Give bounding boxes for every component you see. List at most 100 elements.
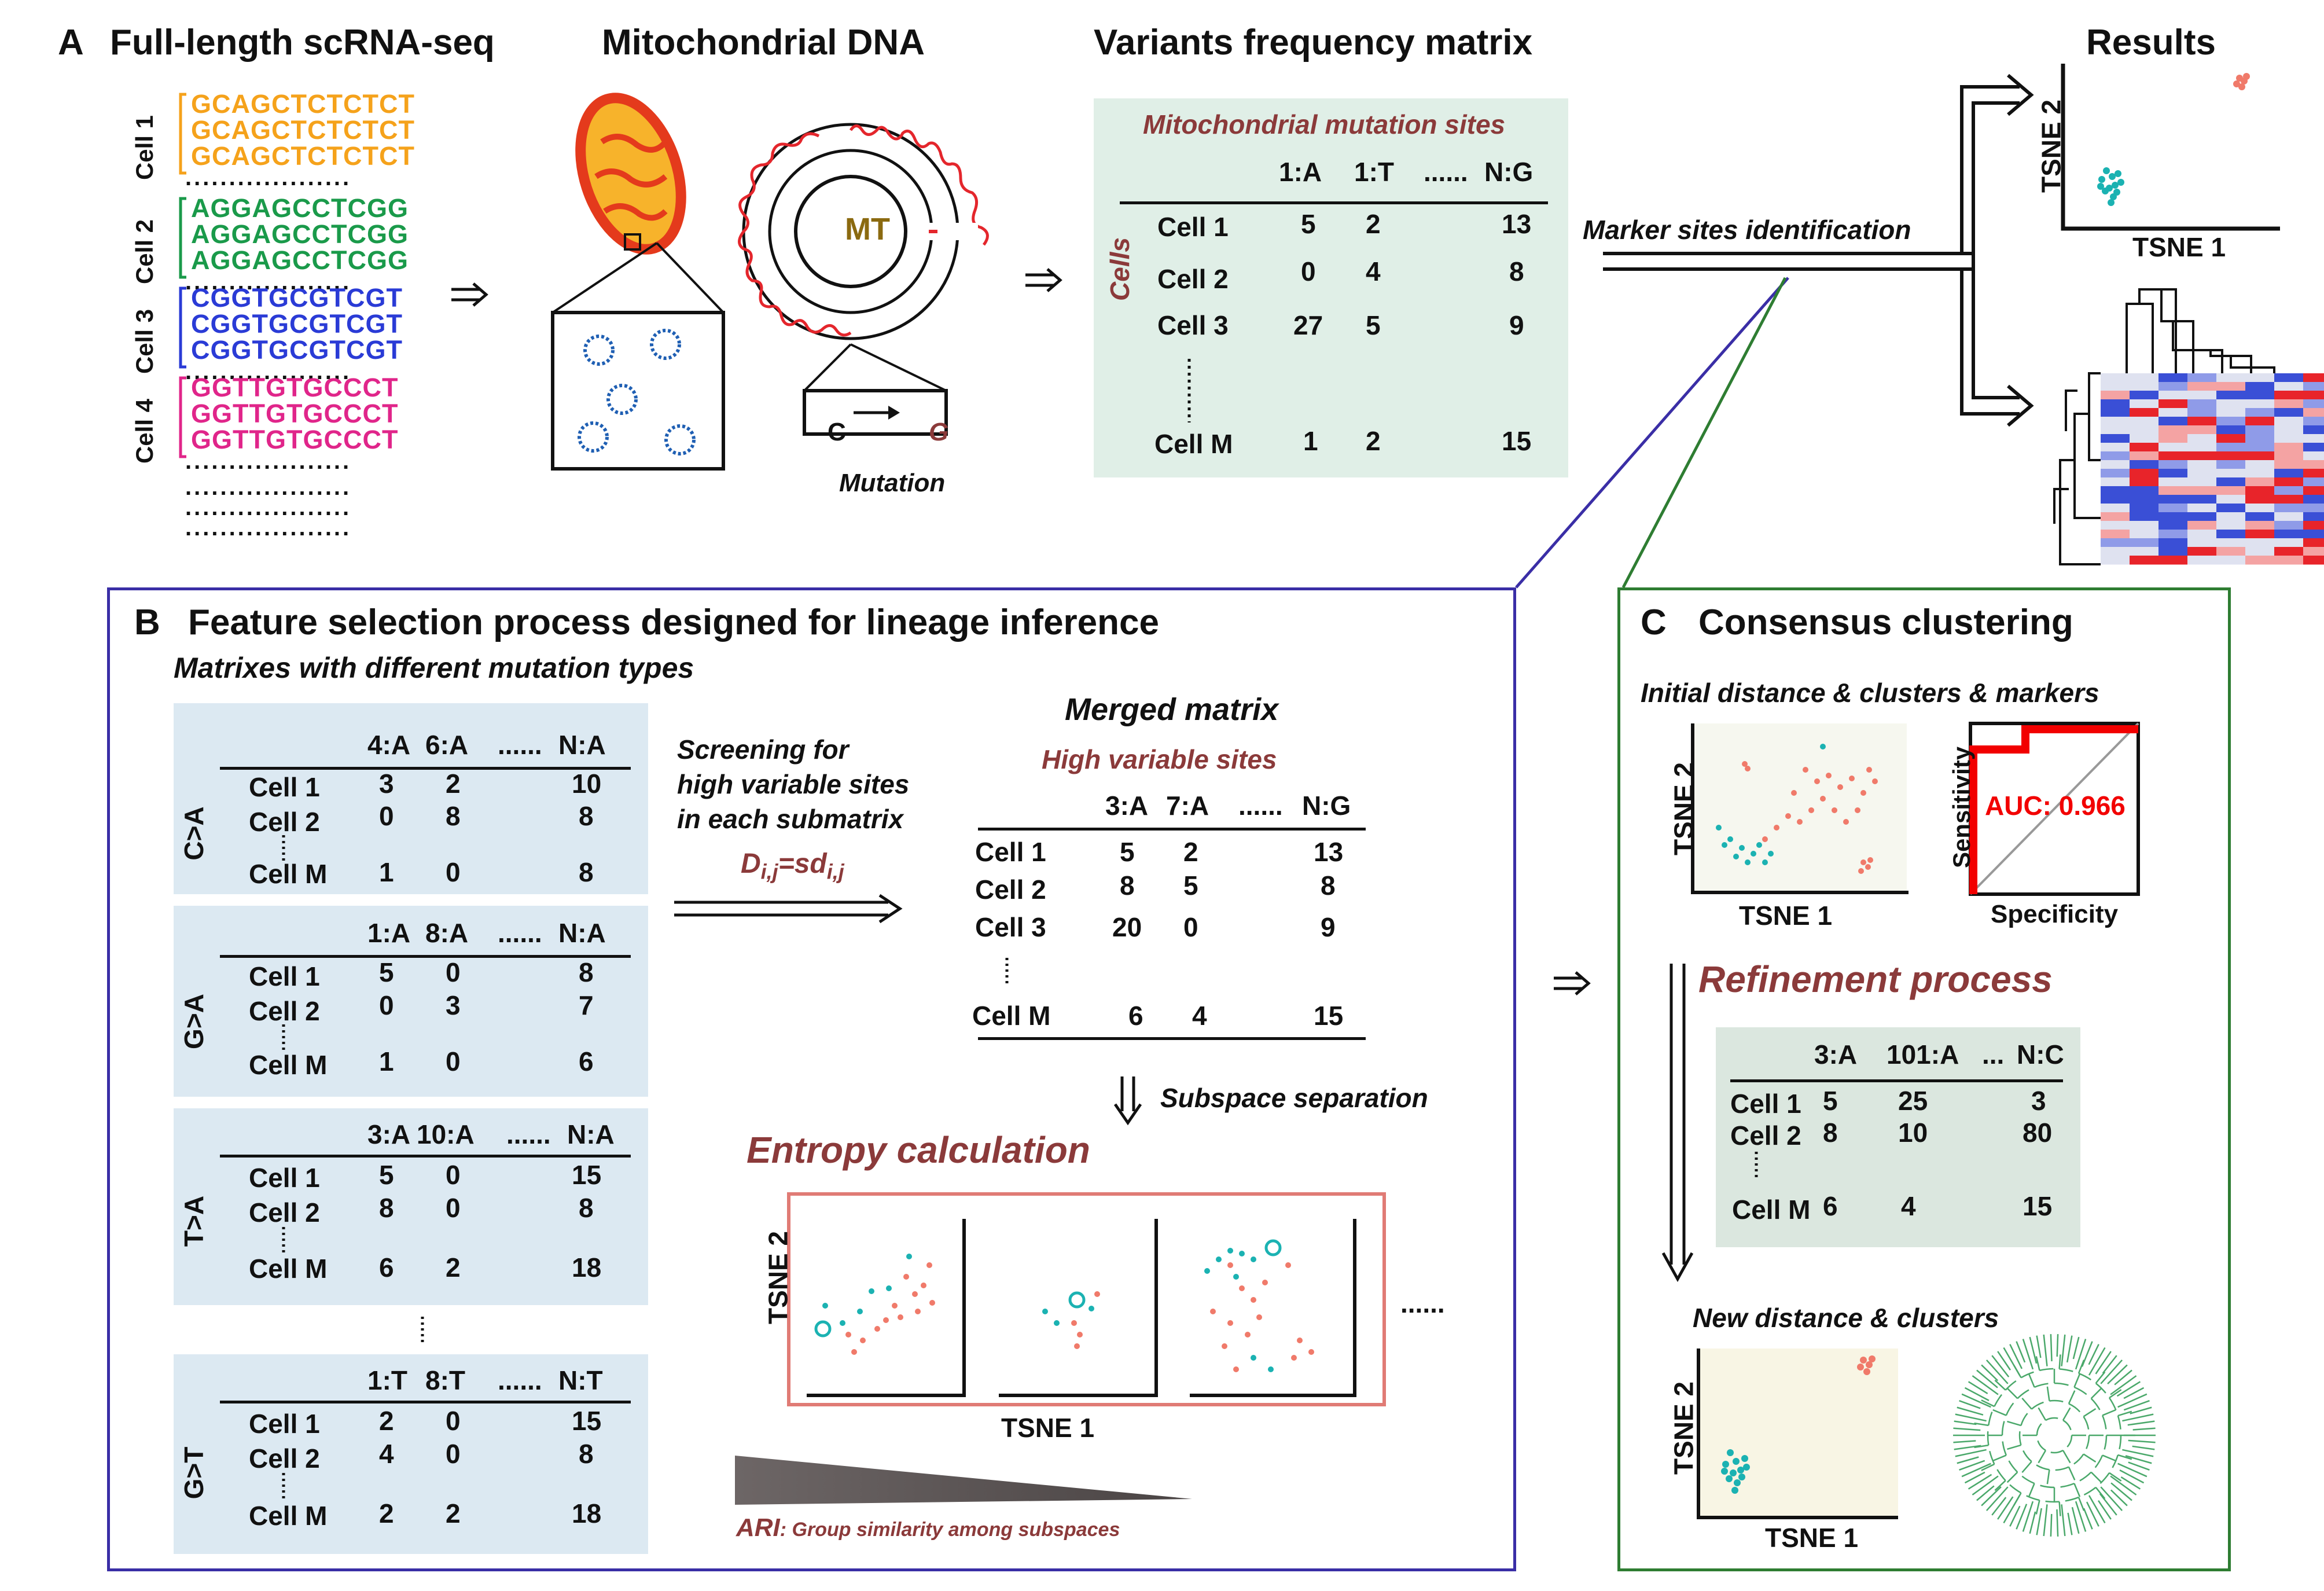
col-header: 4:A	[367, 730, 411, 760]
heatmap-cell	[2158, 530, 2188, 539]
dendrogram-leaf	[2056, 1334, 2059, 1357]
heatmap-cell	[2187, 408, 2217, 417]
dendrogram-leaf	[2110, 1475, 2137, 1496]
heatmap-cell	[2158, 391, 2188, 400]
dendrogram-leaf	[1957, 1456, 1979, 1464]
heatmap-cell	[2187, 399, 2217, 409]
cell-value: 4	[1366, 256, 1381, 286]
heatmap-cell	[2187, 373, 2217, 383]
dendrogram-leaf	[2110, 1482, 2132, 1501]
cell-value: 18	[572, 1252, 602, 1283]
dendrogram-branch	[2045, 1500, 2061, 1516]
dendrogram-leaf	[1961, 1393, 1991, 1408]
cell-value: 0	[446, 1406, 461, 1436]
dendrogram-leaf	[2095, 1351, 2112, 1375]
dendrogram-leaf	[2119, 1469, 2145, 1484]
cell-value: 0	[446, 1160, 461, 1190]
dendrogram-leaf	[1997, 1496, 2014, 1520]
arrow-down-long-icon	[1661, 964, 1694, 1283]
heatmap-cell	[2101, 391, 2130, 400]
heatmap-cell	[2158, 443, 2188, 452]
dendrogram-leaf	[1954, 1420, 1977, 1425]
cell-label: Cell 4	[131, 398, 158, 464]
sequence-read: GGTTGTGCCCT	[191, 373, 399, 402]
initial-label: Initial distance & clusters & markers	[1641, 678, 2099, 708]
heatmap-cell	[2274, 391, 2304, 400]
heatmap-cell	[2187, 486, 2217, 495]
heatmap-cell	[2101, 521, 2130, 530]
dendrogram-leaf	[2130, 1406, 2152, 1414]
initial-tsne-plot	[1691, 723, 1909, 894]
separator-dots: ...................	[185, 495, 352, 520]
dendrogram-leaf	[2110, 1489, 2128, 1507]
heatmap-cell	[2187, 460, 2217, 469]
cell-value: 4	[1901, 1191, 1916, 1221]
merged-title: Merged matrix	[1065, 692, 1279, 727]
heatmap-cell	[2274, 382, 2304, 391]
cell-value: 0	[379, 990, 394, 1020]
screening-line: in each submatrix	[677, 804, 904, 834]
row-cell: Cell M	[1154, 429, 1233, 459]
cell-value: 7	[579, 990, 594, 1020]
cell-value: 2	[1366, 209, 1381, 239]
dendrogram-branch	[2086, 1434, 2104, 1449]
entropy-title: Entropy calculation	[747, 1129, 1090, 1171]
heatmap-cell	[2303, 434, 2324, 443]
header-rule	[220, 1401, 631, 1403]
dendrogram-leaf	[2132, 1445, 2155, 1450]
cell-value: 0	[446, 957, 461, 987]
dendrogram-branch	[2006, 1387, 2029, 1399]
heatmap-cell	[2274, 434, 2304, 443]
dendrogram-branch	[1974, 1412, 1993, 1427]
panel-b-title: Feature selection process designed for l…	[188, 602, 1159, 642]
dendrogram-leaf	[2067, 1512, 2073, 1535]
col-header: N:G	[1484, 157, 1534, 187]
mutation-from: C	[828, 418, 846, 446]
cell-value: 3	[379, 769, 394, 799]
dendrogram-leaf	[1964, 1387, 1990, 1402]
sequence-read: GCAGCTCTCTCT	[191, 141, 415, 171]
heatmap-cell	[2303, 451, 2324, 461]
cell-value: 8	[1120, 870, 1135, 901]
cell-value: 8	[379, 1193, 394, 1223]
matrix-title: Variants frequency matrix	[1094, 23, 1533, 63]
dendrogram-leaf	[2123, 1387, 2145, 1399]
ari-gradient-wedge	[735, 1456, 1192, 1505]
heatmap-cell	[2303, 417, 2324, 426]
dendrogram-leaf	[2088, 1344, 2099, 1365]
col-header: 3:A	[367, 1119, 411, 1149]
dendrogram-leaf	[2120, 1476, 2141, 1490]
heatmap-cell	[2187, 469, 2217, 478]
heatmap-cell	[2130, 443, 2159, 452]
heatmap-cell	[2303, 538, 2324, 548]
sequence-read: AGGAGCCTCGG	[191, 219, 409, 249]
submatrix-gt: G>T 1:T 8:T ...... N:T Cell 1 2 0 15 Cel…	[174, 1354, 648, 1554]
submatrix-ga: G>A 1:A 8:A ...... N:A Cell 1 5 0 8 Cell…	[174, 906, 648, 1097]
cell-value: 2	[446, 1498, 461, 1528]
cell-value: 8	[579, 1439, 594, 1469]
vertical-dots-icon	[1755, 1152, 1758, 1178]
dendrogram-leaf	[2043, 1334, 2048, 1366]
dendrogram-branch	[2023, 1423, 2042, 1436]
cell-value: 0	[1301, 256, 1316, 286]
heatmap-cell	[2216, 443, 2246, 452]
screening-line: Screening for	[677, 734, 849, 765]
heatmap-cell	[2303, 443, 2324, 452]
heatmap-cell	[2216, 530, 2246, 539]
heatmap-cell	[2245, 530, 2275, 539]
heatmap-cell	[2187, 495, 2217, 504]
row-cell: Cell M	[1732, 1195, 1811, 1225]
heatmap-cell	[2158, 382, 2188, 391]
heatmap-cell	[2130, 373, 2159, 383]
heatmap-cell	[2130, 469, 2159, 478]
heatmap-cell	[2130, 434, 2159, 443]
cell-value: 5	[1366, 310, 1381, 340]
panel-a-label: A	[58, 23, 84, 63]
heatmap-cell	[2216, 521, 2246, 530]
ari-label: ARI	[736, 1513, 780, 1542]
cell-value: 8	[446, 801, 461, 831]
sequence-stack: Cell 1 GCAGCTCTCTCT GCAGCTCTCTCT GCAGCTC…	[122, 90, 446, 541]
mutation-zoom	[803, 343, 948, 436]
heatmap-cell	[2187, 451, 2217, 461]
mutation-type: T>A	[179, 1195, 209, 1247]
